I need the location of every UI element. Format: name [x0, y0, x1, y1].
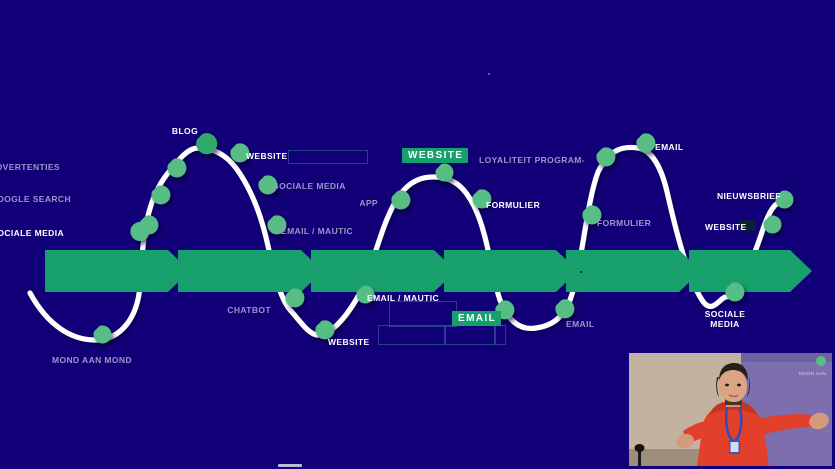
label-loyaliteit-program: LOYALITEIT PROGRAM-	[479, 155, 585, 165]
svg-text:MOND AAN: MOND AAN	[799, 371, 826, 376]
label-sociale-media-left: SOCIALE MEDIA	[0, 228, 64, 238]
label-formulier-mid: FORMULIER	[597, 218, 652, 228]
ghost-box-node-c	[444, 325, 496, 345]
label-google-search: GOOGLE SEARCH	[0, 194, 71, 204]
process-arrow-band	[45, 250, 812, 292]
label-betaalde-advertenties: BETAALDE ADVERTENTIES	[0, 162, 60, 172]
label-website-top: WEBSITE	[246, 151, 288, 161]
speaker-video-frame: MOND AAN	[629, 353, 832, 466]
label-formulier-top: FORMULIER	[486, 200, 541, 210]
label-email-mautic-top: EMAIL / MAUTIC	[281, 226, 354, 236]
dot-top-center	[488, 73, 490, 75]
dot-band-center	[580, 271, 582, 273]
label-nieuwsbrief: NIEUWSBRIEF	[717, 191, 781, 201]
touchpoint-nodes	[93, 133, 794, 344]
label-sociale-media-bottom-right: SOCIALE MEDIA	[704, 309, 746, 329]
label-website-right: WEBSITE	[705, 222, 747, 232]
label-app: APP	[359, 198, 378, 208]
label-email-top: EMAIL	[655, 142, 684, 152]
ghost-box-node-a	[389, 301, 457, 327]
speaker-camera-overlay[interactable]: MOND AAN	[626, 350, 835, 469]
label-email-bottom: EMAIL	[566, 319, 595, 329]
label-sociale-media-top: SOCIALE MEDIA	[273, 181, 346, 191]
ghost-box-website-field	[288, 150, 368, 164]
chip-website-highlight: WEBSITE	[402, 148, 469, 163]
website-color-swatch	[739, 220, 756, 231]
label-website-bottom: WEBSITE	[328, 337, 370, 347]
label-chatbot: CHATBOT	[227, 305, 271, 315]
label-blog: BLOG	[171, 126, 199, 136]
slide-progress-indicator[interactable]	[278, 464, 302, 467]
ghost-box-node-d	[494, 325, 506, 345]
ghost-box-node-b	[378, 325, 446, 345]
label-email-mautic-bottom: EMAIL / MAUTIC	[367, 293, 440, 303]
chip-email-highlight: EMAIL	[452, 311, 502, 326]
label-mond-aan-mond: MOND AAN MOND	[52, 355, 132, 365]
